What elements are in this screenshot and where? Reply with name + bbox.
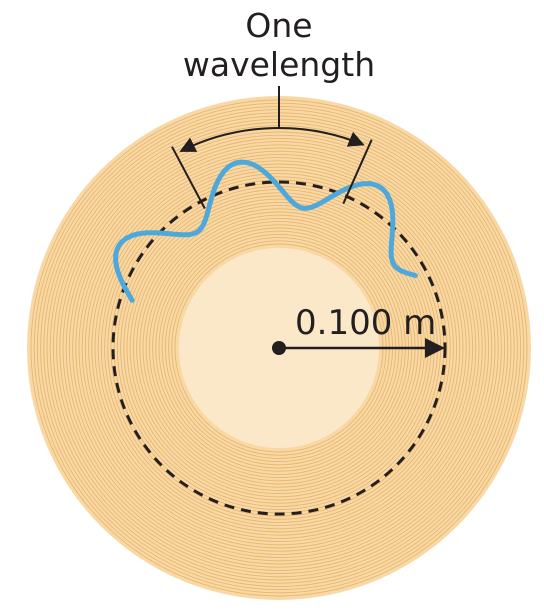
disc-groove — [91, 160, 467, 536]
wavelength-tick-left — [171, 146, 206, 209]
wavelength-tick-right — [342, 139, 373, 205]
standing-wave — [113, 159, 418, 303]
disc-groove — [88, 157, 470, 539]
wavelength-label-line2: wavelength — [183, 45, 375, 84]
disc-groove — [94, 163, 464, 533]
wavelength-bracket — [171, 86, 373, 209]
center-dot — [272, 341, 286, 355]
wavelength-arc-arrow — [179, 126, 365, 152]
radius-label: 0.100 m — [295, 303, 436, 343]
disc-groove — [110, 179, 448, 517]
disc-groove — [84, 153, 474, 543]
dashed-orbit-circle — [111, 180, 447, 516]
disc-groove — [104, 173, 454, 523]
disc-groove — [100, 169, 458, 527]
disc-groove — [97, 166, 461, 530]
disc-groove — [107, 176, 451, 520]
radius-indicator — [272, 338, 445, 358]
wavelength-label-line1: One — [245, 6, 312, 45]
